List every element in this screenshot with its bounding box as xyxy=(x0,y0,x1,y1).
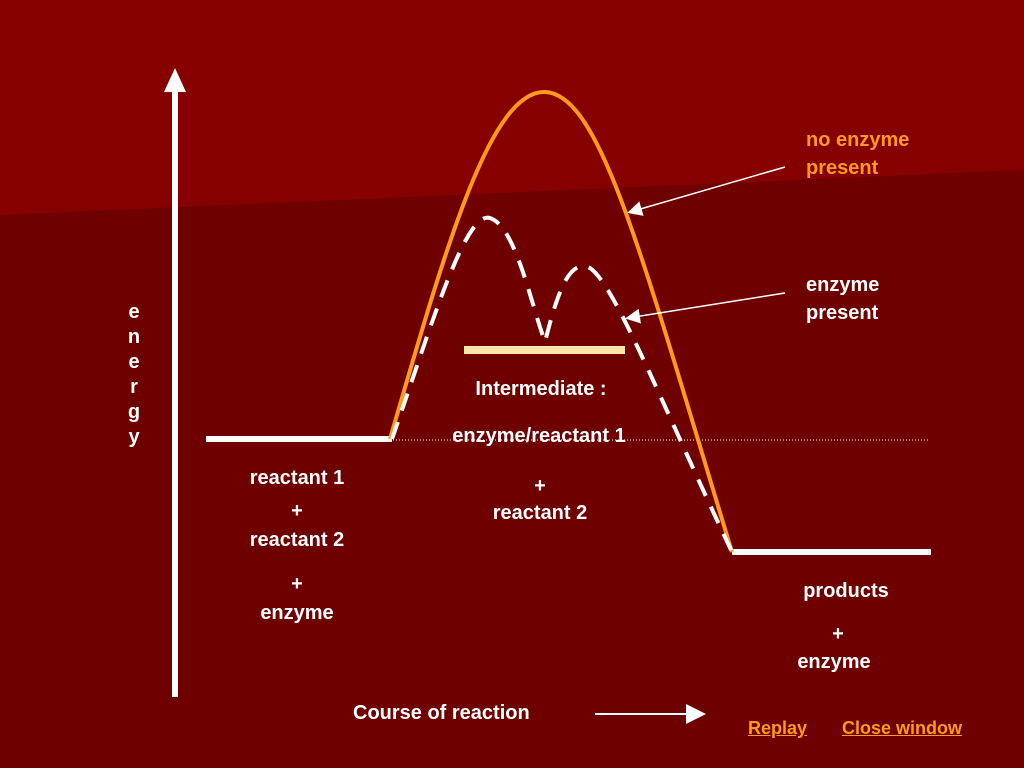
y-axis-label: e n e r g y xyxy=(124,300,144,450)
y-axis-letter: e xyxy=(128,301,140,323)
reactant-1-label: reactant 1 xyxy=(249,467,345,489)
y-axis-letter: r xyxy=(130,376,138,398)
y-axis-letter: g xyxy=(127,401,141,423)
enzyme-label-line2: present xyxy=(806,302,879,324)
enzyme-label-line1: enzyme xyxy=(806,274,880,296)
y-axis-arrowhead xyxy=(164,68,186,92)
x-axis-label: Course of reaction xyxy=(353,702,530,724)
intermediate-title: Intermediate : xyxy=(475,378,607,400)
close-window-link[interactable]: Close window xyxy=(842,718,963,738)
reactant-enzyme-label: enzyme xyxy=(260,602,334,624)
y-axis-letter: e xyxy=(128,351,140,373)
products-enzyme-label: enzyme xyxy=(797,651,871,673)
no-enzyme-label: no enzyme present xyxy=(806,126,909,182)
no-enzyme-pointer xyxy=(627,166,786,216)
enzyme-curve xyxy=(390,215,734,553)
reactant-enzyme-plus: + xyxy=(291,573,303,595)
intermediate-line2: reactant 2 xyxy=(492,502,588,524)
enzyme-pointer xyxy=(625,292,786,324)
reactant-2-label: reactant 2 xyxy=(249,529,345,551)
y-axis-letter: n xyxy=(127,326,141,348)
reactant-plus: + xyxy=(291,500,303,522)
intermediate-plus: + xyxy=(534,475,546,497)
no-enzyme-label-line1: no enzyme xyxy=(806,129,910,151)
no-enzyme-label-line2: present xyxy=(806,157,879,179)
enzyme-label: enzyme present xyxy=(806,271,879,327)
products-plus: + xyxy=(832,623,844,645)
intermediate-line1: enzyme/reactant 1 xyxy=(452,425,626,447)
y-axis-letter: y xyxy=(128,426,140,448)
replay-link[interactable]: Replay xyxy=(748,718,808,738)
products-label: products xyxy=(803,580,889,602)
no-enzyme-curve xyxy=(388,89,734,553)
